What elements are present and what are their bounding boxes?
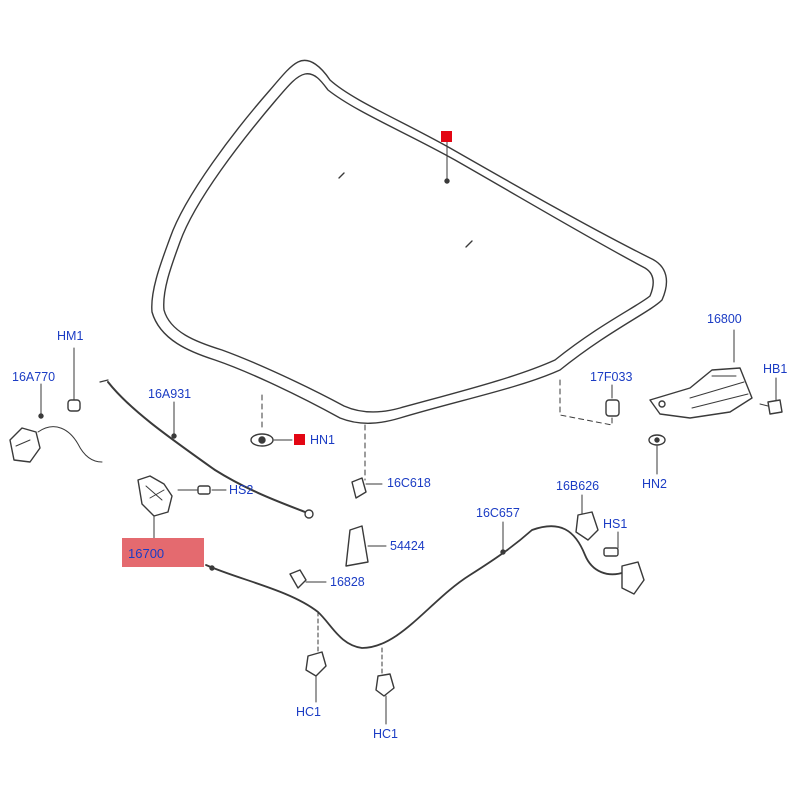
label-16800[interactable]: 16800 bbox=[707, 312, 742, 326]
label-hm1[interactable]: HM1 bbox=[57, 329, 84, 343]
hb1-bolt-part bbox=[767, 399, 783, 415]
part-16700-highlight[interactable]: 16700 bbox=[122, 538, 204, 567]
label-16700: 16700 bbox=[128, 546, 165, 561]
release-handle-part bbox=[9, 427, 41, 463]
label-16a931[interactable]: 16A931 bbox=[148, 387, 192, 401]
label-16a770[interactable]: 16A770 bbox=[12, 370, 56, 384]
striker-54424-part bbox=[345, 525, 369, 567]
label-hb1[interactable]: HB1 bbox=[763, 362, 788, 376]
hs2-screw-part bbox=[197, 485, 211, 495]
hc1-left-clip-part bbox=[305, 651, 327, 677]
hc1-right-clip-part bbox=[375, 673, 395, 697]
hood-panel-outline bbox=[151, 59, 668, 424]
label-16828[interactable]: 16828 bbox=[330, 575, 365, 589]
label-17f033[interactable]: 17F033 bbox=[590, 370, 633, 384]
hood-hinge-part bbox=[649, 367, 753, 419]
hood-mark-2 bbox=[465, 240, 473, 248]
label-hs1[interactable]: HS1 bbox=[603, 517, 628, 531]
label-16c618[interactable]: 16C618 bbox=[387, 476, 431, 490]
label-54424[interactable]: 54424 bbox=[390, 539, 425, 553]
label-16b626[interactable]: 16B626 bbox=[556, 479, 600, 493]
hn1-red-marker bbox=[294, 434, 305, 445]
cable-clip-part bbox=[289, 569, 307, 589]
label-hn1[interactable]: HN1 bbox=[310, 433, 336, 447]
bumper-17f033-part bbox=[605, 399, 620, 417]
label-hn2[interactable]: HN2 bbox=[642, 477, 668, 491]
hood-latch-part bbox=[137, 475, 173, 517]
hood-mark-1 bbox=[338, 172, 345, 179]
bumper-16c618-part bbox=[351, 477, 367, 499]
secondary-latch-part bbox=[621, 561, 645, 595]
hm1-nut-part bbox=[67, 399, 81, 412]
prop-rod-part bbox=[107, 381, 306, 513]
release-cable-part bbox=[205, 525, 626, 649]
hood-panel-inner-edge bbox=[163, 73, 654, 413]
label-hc1-left[interactable]: HC1 bbox=[296, 705, 322, 719]
bracket-16b626-part bbox=[575, 511, 599, 541]
label-16c657[interactable]: 16C657 bbox=[476, 506, 520, 520]
label-hs2[interactable]: HS2 bbox=[229, 483, 254, 497]
hood-red-marker bbox=[441, 131, 452, 142]
label-hc1-right[interactable]: HC1 bbox=[373, 727, 399, 741]
hs1-screw-part bbox=[603, 547, 619, 557]
